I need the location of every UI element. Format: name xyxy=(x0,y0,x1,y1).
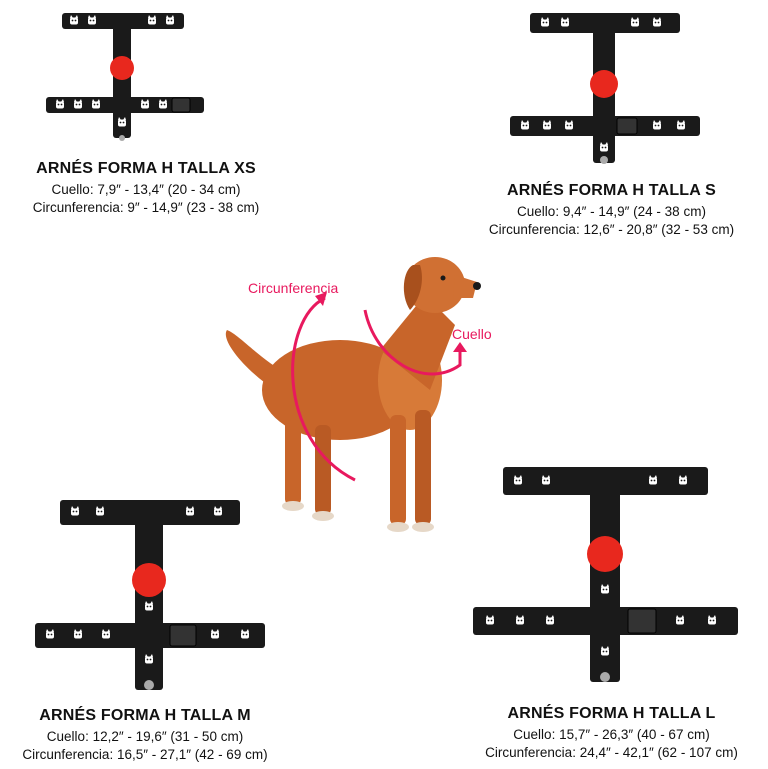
size-xs-neck: Cuello: 7,9″ - 13,4″ (20 - 34 cm) xyxy=(51,182,241,197)
harness-l-image xyxy=(473,467,738,682)
harness-s-image xyxy=(510,13,700,164)
size-s-title: ARNÉS FORMA H TALLA S xyxy=(507,182,716,199)
size-xs-title: ARNÉS FORMA H TALLA XS xyxy=(36,160,256,177)
size-m-title: ARNÉS FORMA H TALLA M xyxy=(39,707,251,724)
dog-illustration xyxy=(225,257,481,532)
size-l-info: ARNÉS FORMA H TALLA L Cuello: 15,7″ - 26… xyxy=(455,705,768,762)
neck-measure-label: Cuello xyxy=(452,326,492,342)
size-xs-info: ARNÉS FORMA H TALLA XS Cuello: 7,9″ - 13… xyxy=(0,160,292,217)
size-s-neck: Cuello: 9,4″ - 14,9″ (24 - 38 cm) xyxy=(517,204,706,219)
size-l-girth: Circunferencia: 24,4″ - 42,1″ (62 - 107 … xyxy=(485,745,738,760)
size-l-title: ARNÉS FORMA H TALLA L xyxy=(507,705,716,722)
harness-m-image xyxy=(35,500,265,690)
girth-measure-label: Circunferencia xyxy=(248,280,339,296)
size-m-info: ARNÉS FORMA H TALLA M Cuello: 12,2″ - 19… xyxy=(0,707,290,764)
harness-xs-image xyxy=(46,13,204,141)
size-xs-girth: Circunferencia: 9″ - 14,9″ (23 - 38 cm) xyxy=(32,200,260,215)
size-s-info: ARNÉS FORMA H TALLA S Cuello: 9,4″ - 14,… xyxy=(455,182,768,239)
size-m-neck: Cuello: 12,2″ - 19,6″ (31 - 50 cm) xyxy=(46,729,244,744)
size-s-girth: Circunferencia: 12,6″ - 20,8″ (32 - 53 c… xyxy=(488,222,735,237)
size-l-neck: Cuello: 15,7″ - 26,3″ (40 - 67 cm) xyxy=(513,727,710,742)
size-m-girth: Circunferencia: 16,5″ - 27,1″ (42 - 69 c… xyxy=(22,747,268,762)
